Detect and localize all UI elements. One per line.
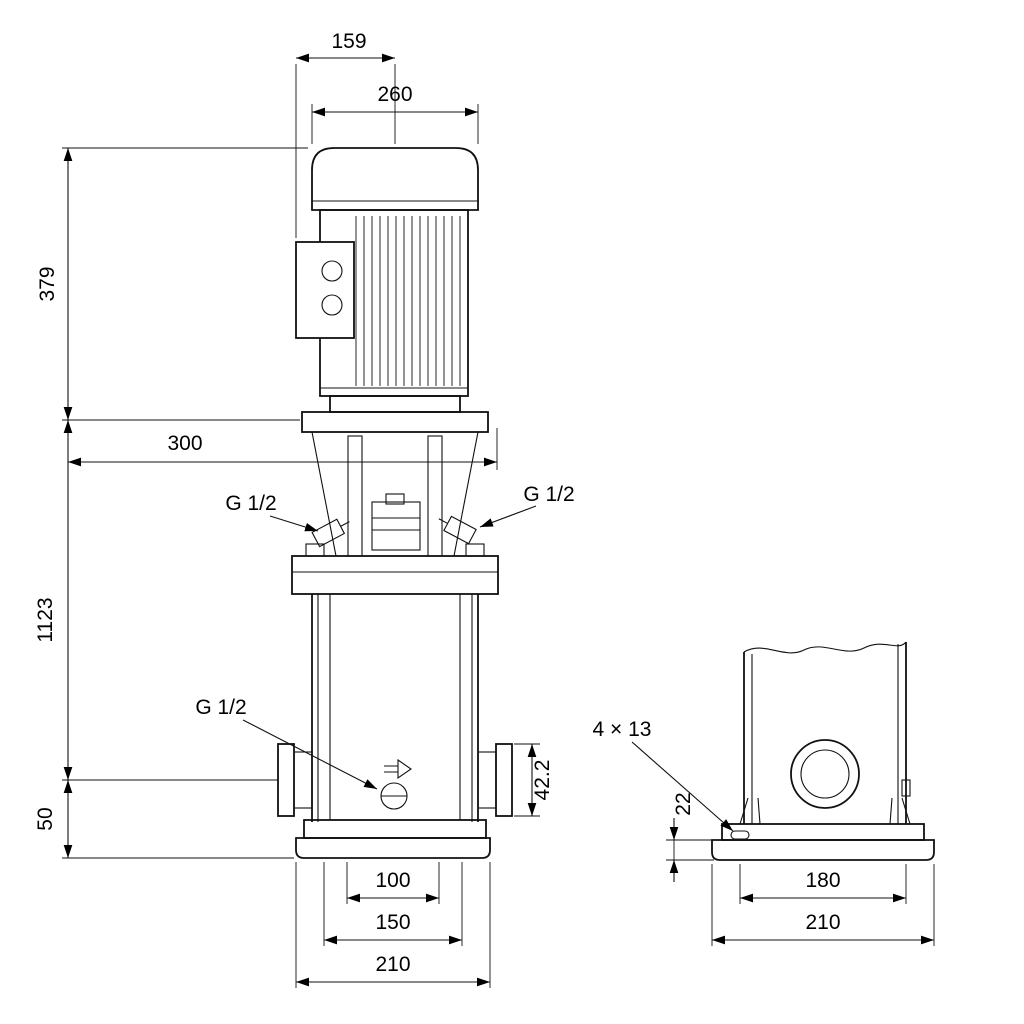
dim-210-side: 210	[711, 864, 935, 946]
priming-plug-left	[311, 518, 350, 548]
dim-42-2-label: 42.2	[531, 760, 554, 801]
terminal-box	[295, 241, 355, 339]
dim-210-front-label: 210	[375, 953, 410, 976]
side-port-circle	[790, 739, 860, 809]
plug-right-label: G 1/2	[523, 483, 574, 506]
priming-plug-right	[438, 515, 477, 545]
dim-159-label: 159	[331, 30, 366, 53]
side-sleeve	[739, 642, 911, 825]
motor-fins	[355, 216, 461, 386]
dim-100-label: 100	[375, 869, 410, 892]
dim-4x13: 4 × 13	[593, 718, 734, 832]
dim-210-side-label: 210	[805, 911, 840, 934]
cable-entry-circle-1	[321, 260, 343, 282]
suction-flange	[277, 743, 313, 817]
flow-arrow-icon	[384, 758, 412, 780]
shaft-coupling	[371, 501, 421, 551]
dim-300: 300	[68, 428, 498, 470]
side-base	[711, 823, 935, 861]
pump-base	[295, 819, 491, 859]
dim-22: 22	[666, 792, 714, 882]
break-line	[743, 641, 907, 654]
discharge-flange	[477, 743, 513, 817]
dimensions: 159 260 379 1123 50 300 42.2	[34, 30, 935, 988]
dim-180: 180	[739, 864, 907, 904]
dim-42-2: 42.2	[514, 743, 554, 817]
label-g12-left: G 1/2	[225, 492, 319, 532]
cable-entry-circle-2	[321, 294, 343, 316]
dim-22-label: 22	[672, 792, 695, 815]
dim-150: 150	[323, 862, 463, 946]
holes-label: 4 × 13	[593, 718, 652, 741]
label-g12-drain: G 1/2	[195, 696, 378, 790]
dim-159: 159	[295, 30, 396, 238]
dim-260: 260	[311, 83, 479, 144]
dim-300-label: 300	[167, 432, 202, 455]
coupling-guard-left	[347, 435, 363, 557]
dim-150-label: 150	[375, 911, 410, 934]
front-view	[277, 147, 513, 859]
dim-1123-label: 1123	[34, 597, 57, 642]
dim-180-label: 180	[805, 869, 840, 892]
plug-left-label: G 1/2	[225, 492, 276, 515]
dim-vertical-chain: 379 1123 50	[34, 147, 308, 859]
coupling-guard-right	[427, 435, 443, 557]
dim-50-label: 50	[34, 807, 57, 830]
plug-drain-label: G 1/2	[195, 696, 246, 719]
dim-260-label: 260	[377, 83, 412, 106]
drain-plug	[380, 782, 408, 810]
base-bolt-slot	[730, 830, 750, 840]
dim-210-front: 210	[295, 862, 491, 988]
dim-379-label: 379	[36, 266, 59, 301]
chamber-sleeve	[311, 594, 479, 822]
motor-fan-cover	[311, 147, 479, 211]
motor-flange	[301, 395, 489, 433]
pump-head-flange	[291, 543, 499, 595]
label-g12-right: G 1/2	[479, 483, 575, 528]
side-view	[711, 641, 935, 861]
dim-100: 100	[346, 862, 440, 904]
side-tag	[901, 779, 911, 797]
